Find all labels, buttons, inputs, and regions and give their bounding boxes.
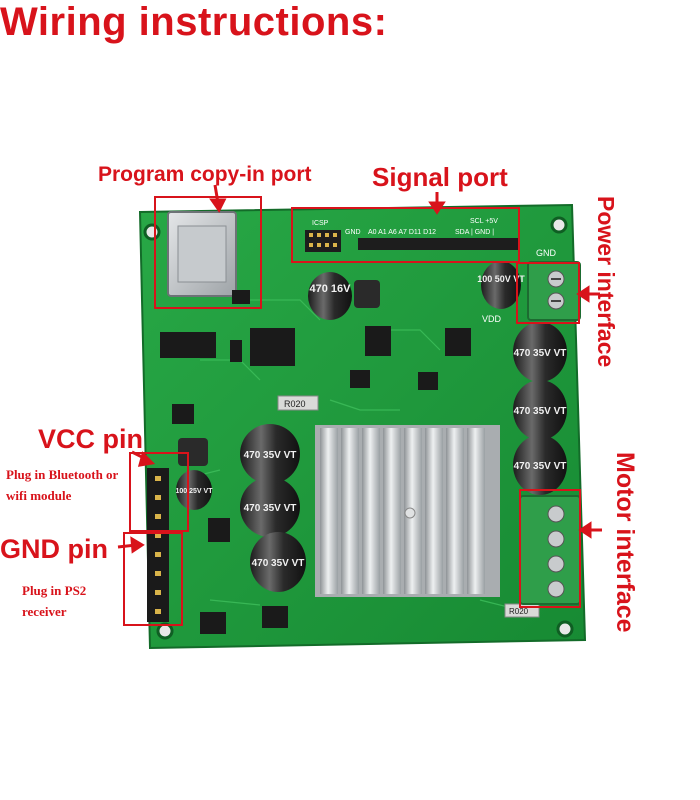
inductor (354, 280, 380, 308)
silk-sda: SDA | GND | (455, 229, 494, 236)
vcc-pin-label: VCC pin (38, 424, 143, 454)
silk-cap-470-35v: 470 35V VT (252, 558, 305, 569)
silk-vdd: VDD (482, 314, 502, 324)
silk-cap-470-35v: 470 35V VT (514, 406, 567, 417)
silk-cap-470-35v: 470 35V VT (244, 503, 297, 514)
silk-cap-100-50v: 100 50V VT (477, 274, 525, 284)
silk-cap-100-25v: 100 25V VT (176, 488, 214, 495)
power-terminal-block (527, 261, 581, 321)
silk-r020-a: R020 (284, 399, 306, 409)
signal-header-pins (305, 230, 518, 252)
shunt-resistor (277, 395, 319, 411)
annotation-boxes (123, 196, 581, 626)
silk-analog: A0 A1 A6 A7 D11 D12 (368, 229, 436, 236)
motor-terminal-block (519, 495, 581, 605)
ic-chips (160, 290, 471, 634)
inductor (178, 438, 208, 466)
annotation-arrows (117, 184, 602, 554)
left-pin-header (147, 468, 169, 622)
silk-r020-b: R020 (509, 607, 529, 616)
signal-port-label: Signal port (372, 162, 508, 192)
power-interface-label: Power interface (593, 196, 619, 368)
silk-cap-470-35v: 470 35V VT (514, 348, 567, 359)
silk-cap-470-35v: 470 35V VT (244, 450, 297, 461)
silk-scl: SCL +5V (470, 218, 498, 225)
silk-icsp: ICSP (312, 220, 329, 227)
silk-gnd: GND (345, 229, 361, 236)
heatsink (315, 425, 500, 597)
capacitors: 470 16V 100 50V VT 470 35V VT 470 35V VT… (176, 261, 567, 592)
ps2-note: Plug in PS2 receiver (22, 583, 87, 619)
bluetooth-note: Plug in Bluetooth or wifi module (6, 467, 119, 503)
silk-text: ICSP GND A0 A1 A6 A7 D11 D12 SCL +5V SDA… (312, 218, 557, 324)
silk-cap-470-16v: 470 16V (310, 283, 352, 295)
mounting-holes (143, 216, 574, 640)
page-title: Wiring instructions: (0, 0, 388, 44)
motor-interface-label: Motor interface (611, 452, 639, 633)
silk-gnd-power: GND (536, 248, 557, 258)
silk-cap-470-35v: 470 35V VT (514, 461, 567, 472)
program-port-label: Program copy-in port (98, 163, 312, 186)
gnd-pin-label: GND pin (0, 534, 108, 564)
